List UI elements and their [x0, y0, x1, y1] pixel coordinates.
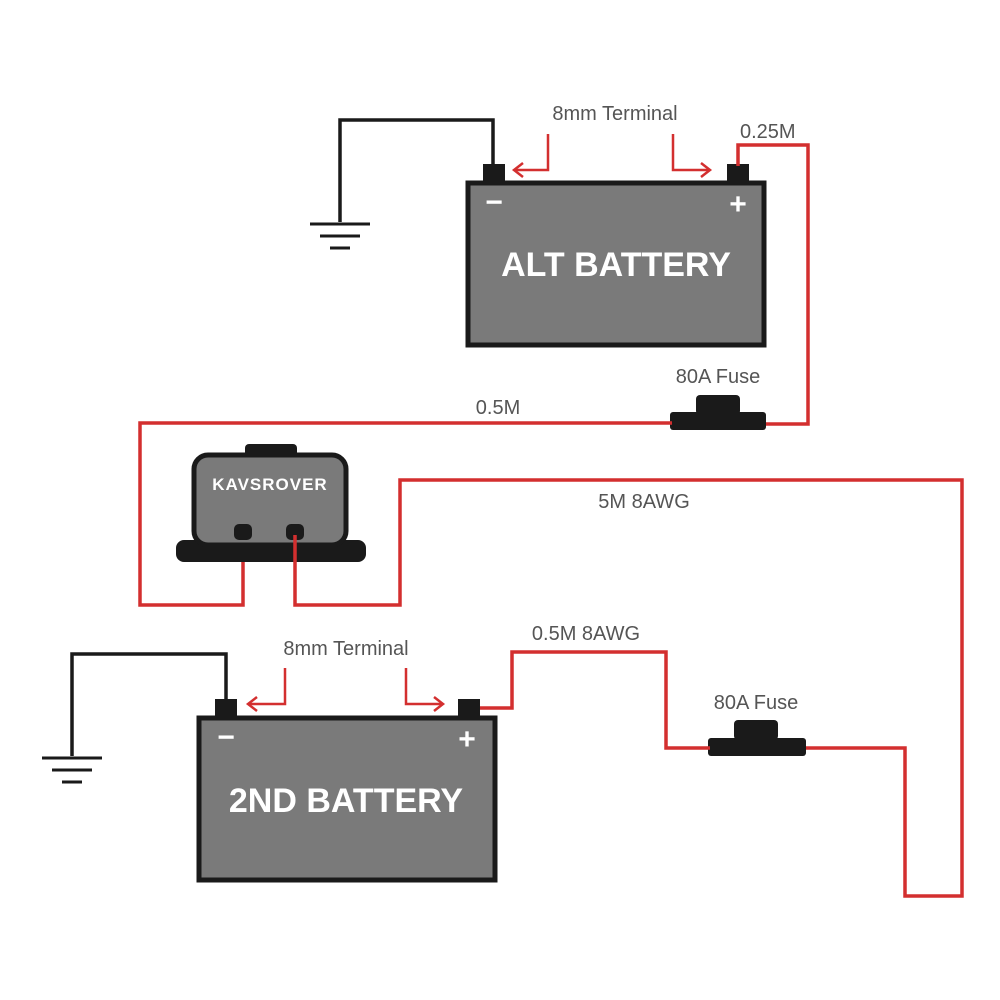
second-battery-body — [196, 715, 498, 883]
wire-label-0-25m: 0.25M — [740, 121, 796, 143]
second-terminal-arrow-left — [245, 668, 287, 712]
wire-label-0-5m: 0.5M — [476, 397, 520, 419]
ground-icon-bottom — [42, 756, 102, 784]
alt-ground-wire — [338, 118, 495, 222]
second-battery-neg-post — [215, 699, 237, 719]
top-fuse — [670, 395, 766, 430]
alt-battery-neg-post — [483, 164, 505, 184]
second-ground-wire — [70, 652, 228, 756]
alt-battery-title: ALT BATTERY — [501, 246, 731, 284]
alt-terminal-arrow-left — [511, 134, 550, 178]
alt-positive-wire — [736, 143, 810, 426]
second-battery-pos-post — [458, 699, 480, 719]
top-fuse-label: 80A Fuse — [676, 366, 761, 388]
charger-brand: KAVSROVER — [212, 475, 327, 494]
bottom-fuse-label: 80A Fuse — [714, 692, 799, 714]
charger-body — [191, 452, 349, 548]
alt-battery: − + ALT BATTERY — [465, 164, 767, 348]
alt-battery-neg-sign: − — [485, 186, 503, 219]
wire-label-5m-8awg: 5M 8AWG — [598, 491, 690, 513]
alt-battery-body — [465, 180, 767, 348]
fuse-to-charger-wire — [138, 421, 672, 607]
bottom-fuse — [708, 720, 806, 756]
second-terminal-label: 8mm Terminal — [283, 638, 408, 660]
second-battery-pos-sign: + — [458, 723, 476, 756]
alt-battery-pos-sign: + — [729, 188, 747, 221]
wire-label-0-5m-8awg: 0.5M 8AWG — [532, 623, 640, 645]
charger-terminal-right — [286, 524, 304, 540]
charger-terminal-left — [234, 524, 252, 540]
second-terminal-arrow-right — [404, 668, 446, 712]
second-battery-neg-sign: − — [217, 721, 235, 754]
second-battery-title: 2ND BATTERY — [229, 782, 464, 820]
second-battery: − + 2ND BATTERY — [196, 699, 498, 883]
ground-icon-top — [310, 222, 370, 250]
second-positive-wire — [476, 650, 710, 750]
charger-output-wire — [293, 478, 964, 898]
alt-terminal-label: 8mm Terminal — [552, 103, 677, 125]
alt-battery-pos-post — [727, 164, 749, 184]
alt-terminal-arrow-right — [671, 134, 713, 178]
dc-charger: KAVSROVER — [176, 444, 366, 562]
